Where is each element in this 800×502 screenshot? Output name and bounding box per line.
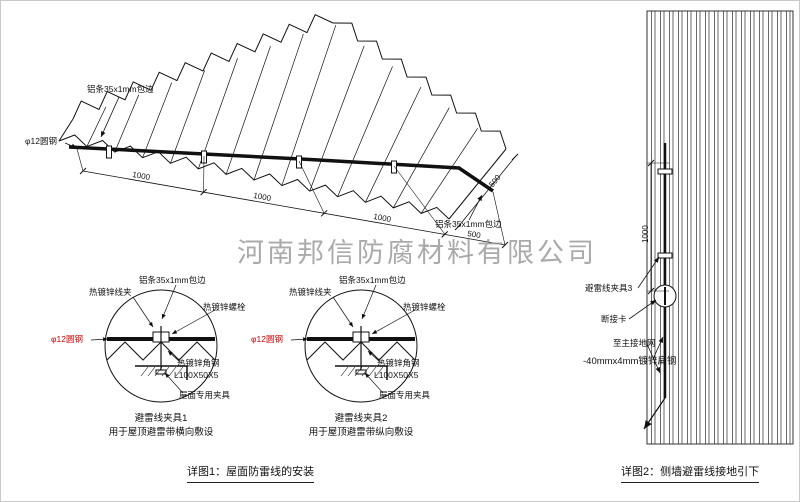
d2-angle-label: 热镀锌角钢 [377,358,420,368]
wall-panel-drawing [628,10,794,445]
d1-clamp-label: 热镀锌线夹 [89,287,132,297]
d2-subtitle: 用于屋顶避雷带纵向敷设 [308,427,414,438]
detail-circle-2-drawing [290,284,418,403]
wall-clamp3-label: 避雷线夹具3 [585,283,633,293]
d1-bolt-label: 热镀锌螺栓 [203,302,246,312]
d1-strip-label: 铝条35x1mm包边 [139,275,206,285]
caption-detail-1: 详图1：屋面防雷线的安装 [187,467,315,483]
d2-fixture-label: 屋面专用夹具 [379,390,431,400]
wall-to-ground-label: 至主接地网 [613,338,656,348]
d2-round-steel-label: φ12圆钢 [251,334,283,344]
d1-subtitle: 用于屋顶避雷带横向敷设 [108,427,214,438]
d1-fixture-label: 屋面专用夹具 [179,390,231,400]
d2-strip-label: 铝条35x1mm包边 [339,275,406,285]
d2-bolt-label: 热镀锌螺栓 [403,302,446,312]
d2-clamp-label: 热镀锌线夹 [289,287,332,297]
wall-disconnect-label: 断接卡 [601,314,627,324]
roof-round-steel-label: φ12圆钢 [25,136,57,146]
d1-angle-label: 热镀锌角钢 [177,358,220,368]
caption-detail-2: 详图2：侧墙避雷线接地引下 [621,467,760,483]
roof-strip-label-top: 铝条35x1mm包边 [87,84,154,94]
d2-angle-spec: L100X50X5 [374,370,419,380]
roof-strip-label-right: 铝条35x1mm包边 [435,219,502,229]
d1-angle-spec: L100X50X5 [174,370,219,380]
wall-dim-1000: 1000 [641,225,650,243]
wall-flat-steel-label: -40mmx4mm镀锌扁钢 [583,356,677,367]
detail-circle-1-drawing [90,284,218,403]
d1-title: 避雷线夹具1 [134,413,188,424]
d2-title: 避雷线夹具2 [334,413,388,424]
roof-isometric-drawing [58,14,519,249]
d1-round-steel-label: φ12圆钢 [51,334,83,344]
